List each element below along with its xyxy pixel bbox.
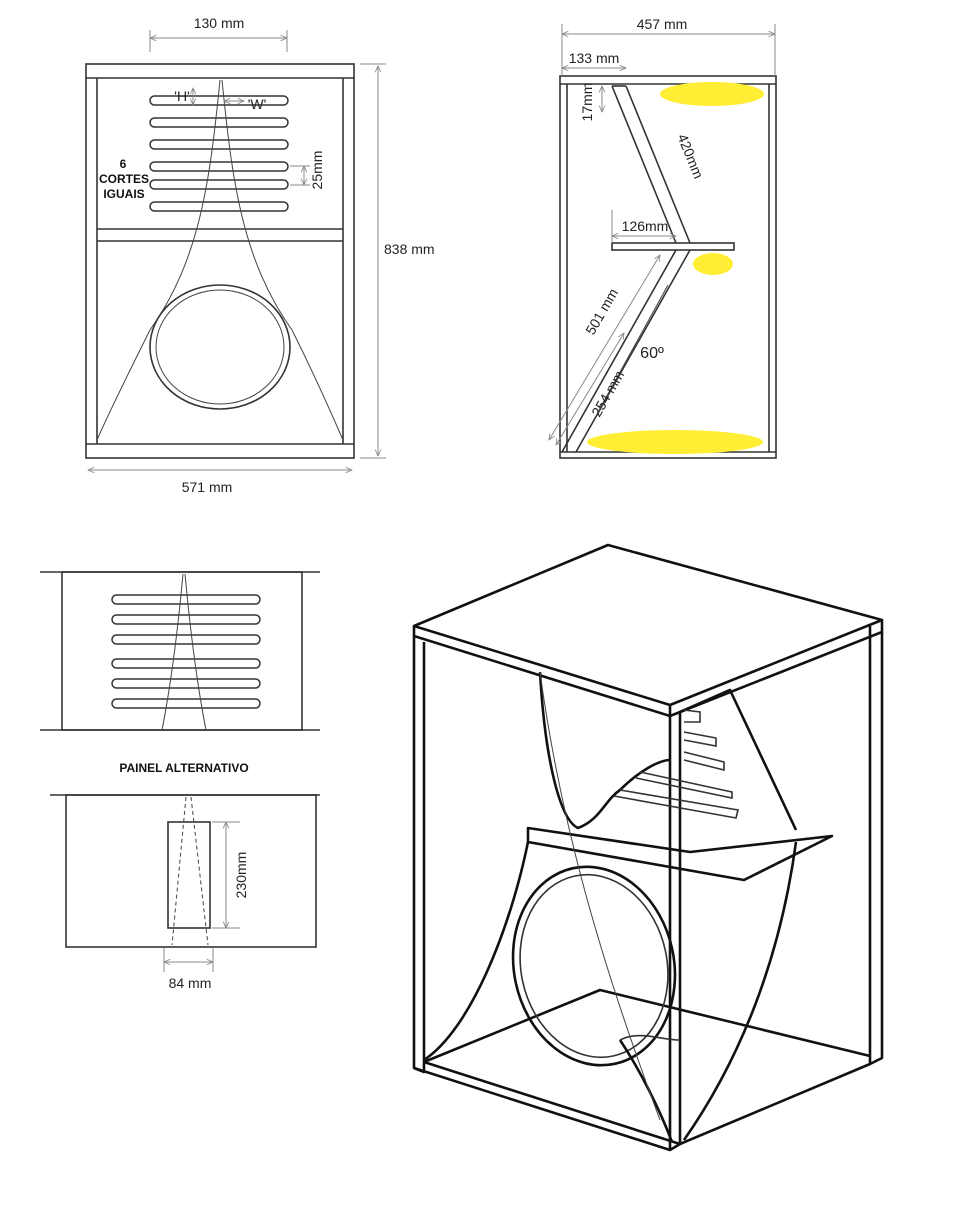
dim-upper-panel-label: 420mm	[674, 131, 706, 180]
side-view: 457 mm 133 mm 17mm 420mm 126mm 501 mm 60…	[549, 16, 777, 459]
dim-slot-gap-label: 25mm	[309, 151, 325, 190]
panel-slot	[111, 678, 261, 689]
angle-label: 60º	[640, 345, 664, 362]
slot-note-line-1: 6	[120, 157, 127, 171]
front-cabinet-outline	[85, 63, 355, 459]
dim-shelf-label: 126mm	[622, 218, 669, 234]
slot-note-line-2: CORTES	[99, 172, 149, 186]
front-driver-cutout-inner	[155, 289, 285, 405]
alt-panel-slot	[167, 821, 211, 929]
front-slot	[149, 117, 289, 128]
alt-panel-outline	[65, 794, 317, 948]
dim-top-width-label: 130 mm	[194, 15, 245, 31]
front-slot	[149, 179, 289, 190]
dim-width-label: 571 mm	[182, 479, 233, 495]
iso-top-face	[412, 543, 884, 707]
iso-left-board	[412, 636, 426, 1074]
highlight-bottom	[587, 430, 763, 454]
side-lower-horn-panel	[561, 249, 691, 453]
dim-lower-offset-label: 254 mm	[588, 368, 627, 420]
highlight-middle	[693, 253, 733, 275]
highlight-top	[660, 82, 764, 106]
iso-bottom-front	[413, 1060, 682, 1152]
dim-offset-top-label: 133 mm	[569, 50, 620, 66]
dim-alt-slot-width-label: 84 mm	[169, 975, 212, 991]
front-slots	[149, 95, 289, 212]
side-upper-horn-panel	[611, 85, 691, 244]
front-slot	[149, 161, 289, 172]
panel-slot	[111, 594, 261, 605]
isometric-view	[412, 543, 884, 1152]
iso-shelf	[526, 826, 834, 882]
side-shelf	[611, 242, 735, 251]
dim-height-label: 838 mm	[384, 241, 435, 257]
front-horn-curves	[96, 79, 344, 441]
panel-slot	[111, 614, 261, 625]
front-view: 130 mm 'H' 'W' 6 CORTES IGUAIS 25mm 838 …	[85, 15, 435, 495]
iso-right-board	[679, 626, 872, 1146]
dim-h-label: 'H'	[174, 88, 189, 104]
iso-bottom-inner	[423, 988, 871, 1064]
front-driver-cutout-outer	[149, 284, 291, 410]
front-slot	[149, 139, 289, 150]
iso-lower-horn-right	[682, 841, 798, 1141]
front-slot	[149, 201, 289, 212]
panel-alt-title: PAINEL ALTERNATIVO	[119, 761, 248, 775]
slot-note-line-3: IGUAIS	[103, 187, 144, 201]
panel-slot	[111, 698, 261, 709]
dim-w-label: 'W'	[248, 96, 267, 112]
alt-panel: 230mm 84 mm	[50, 794, 320, 991]
front-slot	[149, 95, 289, 106]
panel-slot	[111, 658, 261, 669]
iso-driver-cutout	[511, 865, 677, 1067]
iso-upper-horn-right	[679, 688, 798, 831]
side-cabinet-outline	[559, 75, 777, 459]
dim-alt-slot-height-label: 230mm	[233, 852, 249, 899]
iso-lower-horn-left	[423, 841, 530, 1062]
slot-panel	[40, 571, 320, 731]
panel-slot	[111, 634, 261, 645]
dim-gap-top-label: 17mm	[579, 83, 595, 122]
dim-depth-label: 457 mm	[637, 16, 688, 32]
